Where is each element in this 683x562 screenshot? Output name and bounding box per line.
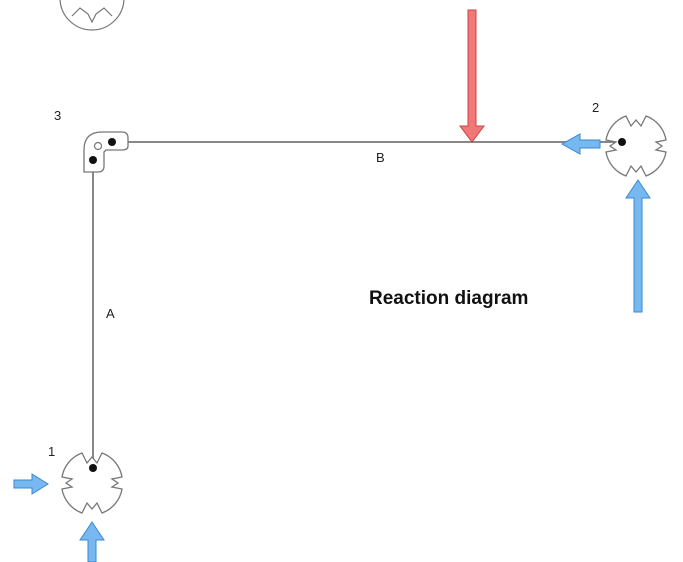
node-3-point-a[interactable] bbox=[89, 156, 97, 164]
member-label-b: B bbox=[376, 150, 385, 165]
node-1-point[interactable] bbox=[89, 464, 97, 472]
diagram-title: Reaction diagram bbox=[369, 288, 529, 309]
node-label-3: 3 bbox=[54, 108, 61, 123]
node-label-2: 2 bbox=[592, 100, 599, 115]
applied-load-arrow[interactable] bbox=[459, 9, 485, 143]
reaction-arrow[interactable] bbox=[79, 521, 105, 562]
member-label-a: A bbox=[106, 306, 115, 321]
reaction-arrow[interactable] bbox=[13, 473, 49, 495]
reaction-arrow[interactable] bbox=[625, 179, 651, 313]
pinned-support-icon[interactable] bbox=[605, 115, 667, 177]
node-3-point[interactable] bbox=[108, 138, 116, 146]
node-label-1: 1 bbox=[48, 444, 55, 459]
pinned-support-icon[interactable] bbox=[61, 452, 123, 514]
pinned-support-icon bbox=[59, 0, 125, 31]
node-2-point[interactable] bbox=[618, 138, 626, 146]
rigid-joint-icon[interactable] bbox=[83, 131, 129, 173]
reaction-arrow[interactable] bbox=[560, 133, 601, 155]
